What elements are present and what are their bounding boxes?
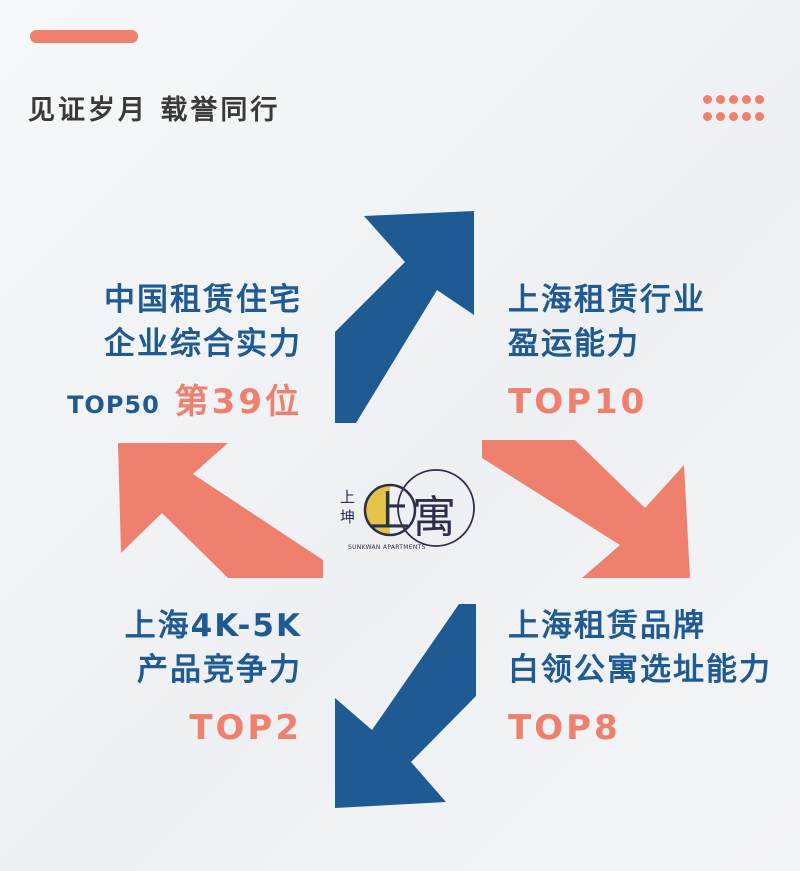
award-title-line2: 产品竞争力: [137, 652, 302, 688]
decorative-dots: [703, 95, 765, 121]
logo-tagline: SUNKWAN APARTMENTS: [348, 544, 426, 551]
award-title-line1: 上海租赁品牌: [508, 608, 706, 644]
award-rank: TOP8: [508, 708, 621, 748]
award-title-line2: 企业综合实力: [104, 326, 302, 362]
arrow-down-right: [482, 440, 690, 578]
award-title-line2: 盈运能力: [508, 326, 640, 362]
award-title-line2: 白领公寓选址能力: [508, 652, 772, 688]
page-title: 见证岁月 载誉同行: [28, 95, 281, 126]
award-block-top-left: 中国租赁住宅 企业综合实力 TOP50 第39位: [67, 278, 302, 427]
award-block-bottom-right: 上海租赁品牌 白领公寓选址能力 TOP8: [508, 604, 772, 750]
award-rank: TOP50 第39位: [67, 380, 302, 427]
award-title-line1: 上海租赁行业: [508, 282, 706, 318]
arrow-up-right: [335, 211, 474, 423]
logo-char-2: 寓: [412, 492, 456, 543]
award-rank-prefix: TOP50: [67, 391, 160, 419]
arrow-up-left: [118, 443, 323, 578]
award-rank-value: 第39位: [174, 382, 302, 422]
logo-small-top: 上: [340, 488, 355, 506]
award-rank: TOP10: [508, 382, 648, 422]
accent-bar: [30, 30, 138, 43]
award-title-line1: 上海4K-5K: [124, 608, 302, 644]
award-block-top-right: 上海租赁行业 盈运能力 TOP10: [508, 278, 706, 424]
arrow-down-left: [335, 604, 476, 808]
logo-small-bottom: 坤: [340, 508, 355, 526]
award-title-line1: 中国租赁住宅: [104, 282, 302, 318]
sunkwan-logo: 上 坤 上 寓 SUNKWAN APARTMENTS: [340, 469, 475, 551]
award-block-bottom-left: 上海4K-5K 产品竞争力 TOP2: [125, 604, 302, 750]
logo-char-1: 上: [368, 487, 410, 536]
award-rank: TOP2: [189, 708, 302, 748]
